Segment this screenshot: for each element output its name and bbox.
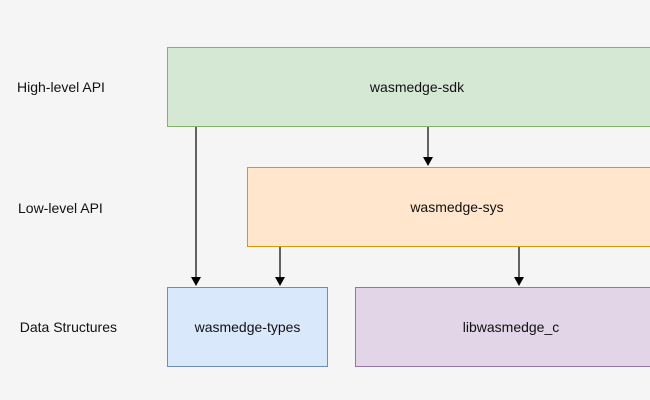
layer-label-high-level: High-level API: [17, 79, 105, 95]
box-wasmedge-sys[interactable]: wasmedge-sys: [247, 167, 650, 247]
box-wasmedge-types[interactable]: wasmedge-types: [167, 287, 328, 367]
arrow-sys-to-types: [275, 247, 285, 286]
arrow-sdk-to-sys: [423, 127, 433, 166]
box-label-wasmedge-sdk: wasmedge-sdk: [369, 79, 465, 95]
box-wasmedge-sdk[interactable]: wasmedge-sdk: [167, 47, 650, 127]
arrow-sdk-to-types: [191, 127, 201, 286]
layer-label-low-level: Low-level API: [18, 200, 103, 216]
box-libwasmedge-c[interactable]: libwasmedge_c: [355, 287, 650, 367]
box-label-libwasmedge-c: libwasmedge_c: [462, 319, 560, 335]
box-label-wasmedge-sys: wasmedge-sys: [410, 199, 504, 215]
box-label-wasmedge-types: wasmedge-types: [194, 319, 301, 335]
layer-label-data-structures-text: Data Structures: [19, 319, 117, 335]
layer-label-data-structures: Data Structures: [0, 319, 117, 335]
arrow-sys-to-lib: [514, 247, 524, 286]
